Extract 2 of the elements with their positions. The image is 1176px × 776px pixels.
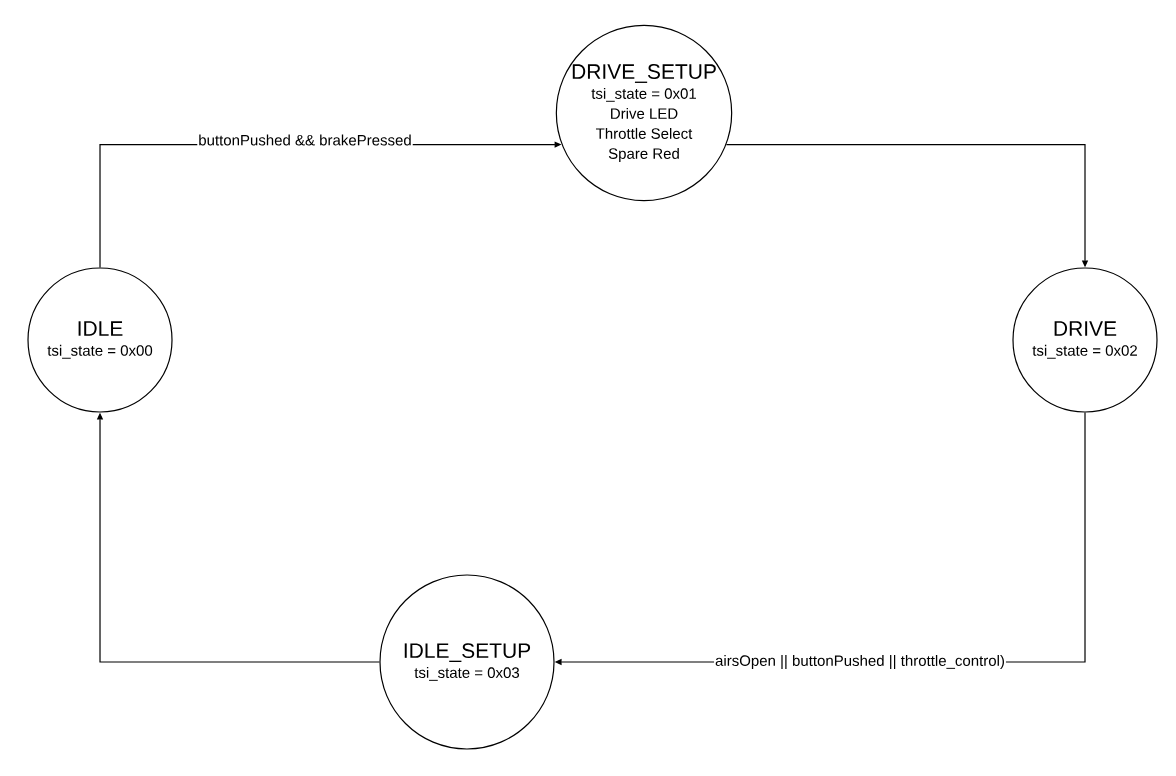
edge-label: airsOpen || buttonPushed || throttle_control) bbox=[714, 653, 1006, 670]
edge-label: buttonPushed && brakePressed bbox=[197, 133, 413, 147]
